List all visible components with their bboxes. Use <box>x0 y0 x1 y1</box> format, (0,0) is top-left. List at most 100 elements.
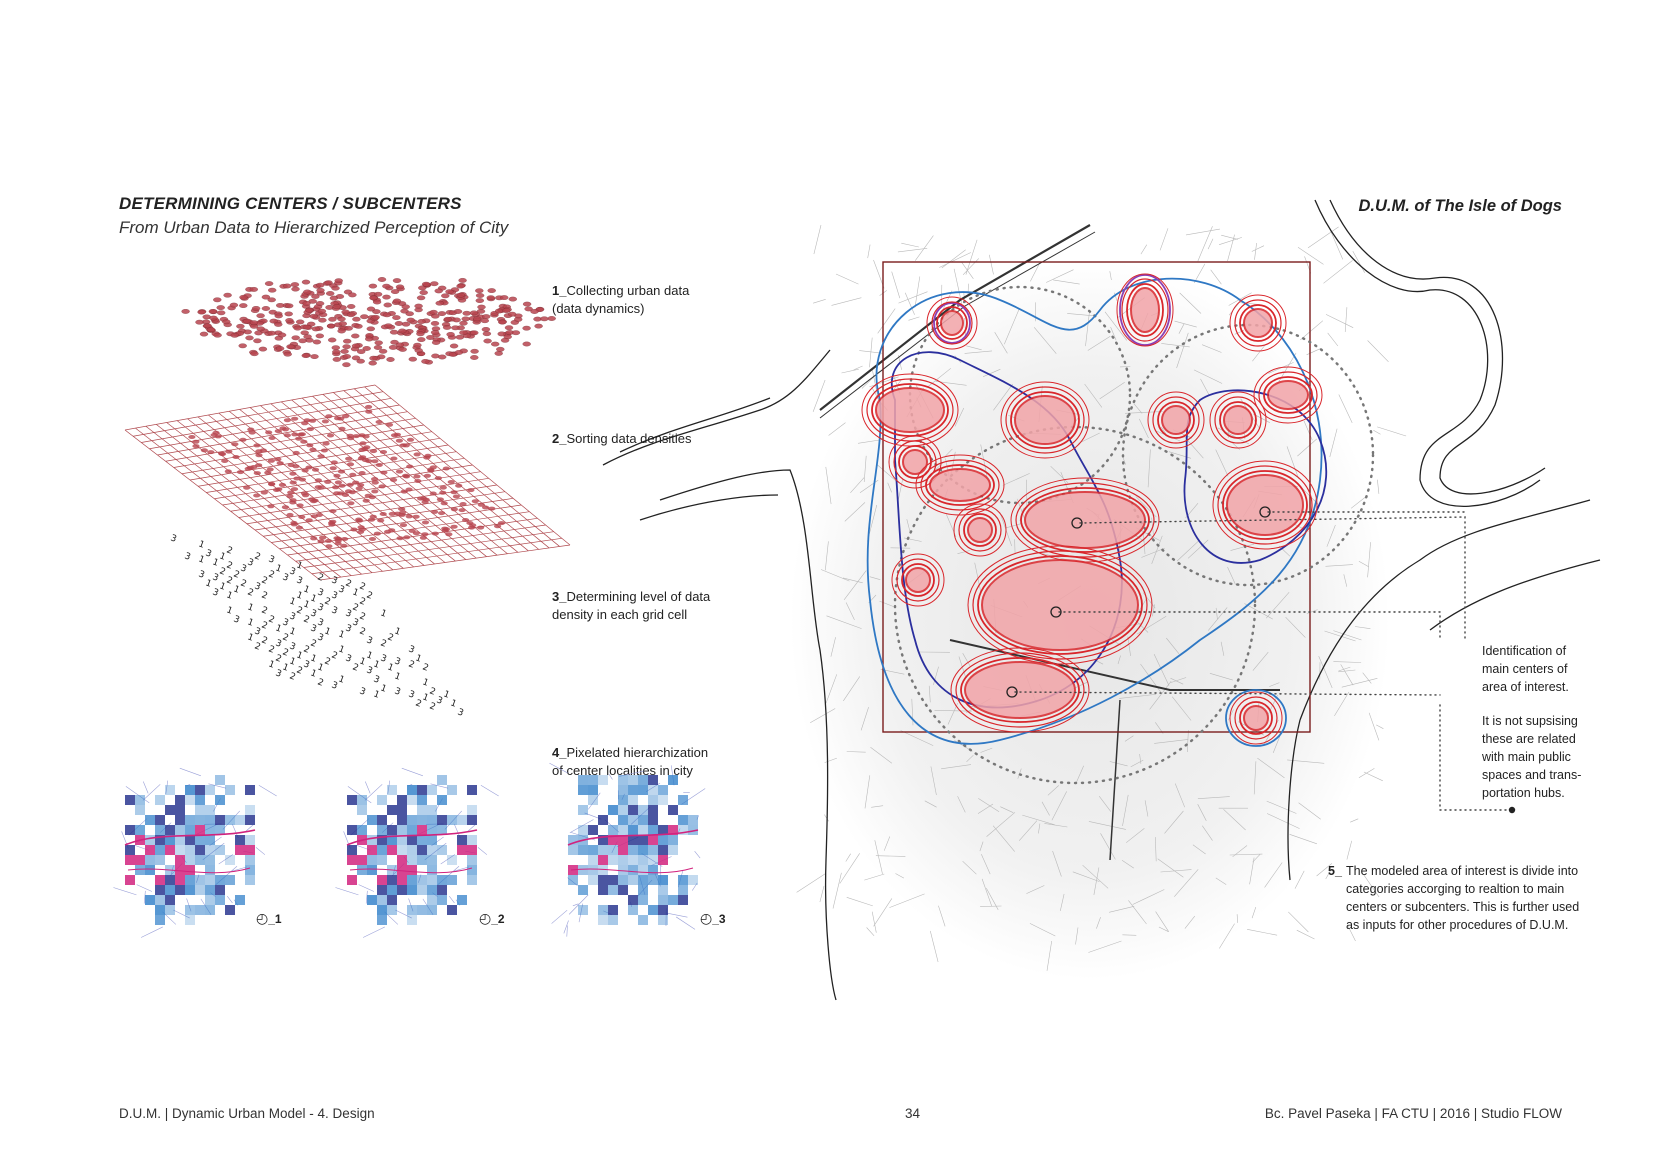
svg-text:1: 1 <box>225 605 234 616</box>
svg-text:2: 2 <box>281 647 290 658</box>
svg-text:2: 2 <box>253 641 262 652</box>
svg-text:3: 3 <box>295 575 304 586</box>
step-1-text: Collecting urban data (data dynamics) <box>552 283 690 316</box>
svg-text:3: 3 <box>344 653 353 664</box>
svg-text:2: 2 <box>218 566 227 577</box>
isle-of-dogs-density-map <box>602 199 1601 1001</box>
svg-text:1: 1 <box>309 668 318 679</box>
svg-text:1: 1 <box>267 659 276 670</box>
clock-icon: ◴ <box>479 910 492 926</box>
svg-text:2: 2 <box>379 638 388 649</box>
step-4: 4_Pixelated hierarchization of center lo… <box>552 726 708 780</box>
leader-endpoint <box>1508 806 1516 814</box>
svg-text:1: 1 <box>323 626 332 637</box>
svg-text:3: 3 <box>316 587 325 598</box>
svg-text:3: 3 <box>358 686 367 697</box>
svg-text:3: 3 <box>309 623 318 634</box>
svg-text:2: 2 <box>260 605 269 616</box>
svg-text:2: 2 <box>421 662 430 673</box>
svg-text:2: 2 <box>295 605 304 616</box>
svg-text:2: 2 <box>407 659 416 670</box>
svg-text:2: 2 <box>267 614 276 625</box>
svg-text:1: 1 <box>449 698 458 709</box>
svg-text:3: 3 <box>316 617 325 628</box>
svg-text:1: 1 <box>358 656 367 667</box>
svg-text:1: 1 <box>393 626 402 637</box>
svg-text:1: 1 <box>309 593 318 604</box>
svg-text:1: 1 <box>302 599 311 610</box>
svg-text:3: 3 <box>393 686 402 697</box>
svg-text:2: 2 <box>295 665 304 676</box>
svg-text:2: 2 <box>323 596 332 607</box>
density-centers <box>861 273 1323 745</box>
svg-text:2: 2 <box>225 575 234 586</box>
step-3-number: 3_ <box>552 589 567 604</box>
svg-text:2: 2 <box>428 686 437 697</box>
svg-text:2: 2 <box>260 620 269 631</box>
center-markers <box>1006 506 1271 698</box>
pixel-map-2-label: ◴_2 <box>479 910 505 926</box>
svg-text:3: 3 <box>456 707 465 718</box>
svg-text:1: 1 <box>197 554 206 565</box>
svg-text:3: 3 <box>281 617 290 628</box>
svg-text:1: 1 <box>218 551 227 562</box>
svg-text:3: 3 <box>337 584 346 595</box>
svg-text:3: 3 <box>379 653 388 664</box>
svg-text:1: 1 <box>386 662 395 673</box>
svg-text:3: 3 <box>351 617 360 628</box>
svg-text:2: 2 <box>309 638 318 649</box>
leader-lines <box>1014 511 1511 811</box>
svg-text:3: 3 <box>232 614 241 625</box>
svg-text:3: 3 <box>274 638 283 649</box>
svg-text:1: 1 <box>288 656 297 667</box>
svg-text:2: 2 <box>428 701 437 712</box>
svg-text:2: 2 <box>239 578 248 589</box>
svg-text:1: 1 <box>379 608 388 619</box>
svg-text:3: 3 <box>330 590 339 601</box>
svg-text:3: 3 <box>239 563 248 574</box>
svg-text:2: 2 <box>386 632 395 643</box>
svg-text:3: 3 <box>365 635 374 646</box>
svg-text:2: 2 <box>414 698 423 709</box>
footer-left: D.U.M. | Dynamic Urban Model - 4. Design <box>119 1106 375 1121</box>
svg-text:1: 1 <box>302 584 311 595</box>
svg-text:1: 1 <box>351 587 360 598</box>
svg-text:1: 1 <box>379 683 388 694</box>
svg-text:3: 3 <box>211 572 220 583</box>
footer-right: Bc. Pavel Paseka | FA CTU | 2016 | Studi… <box>1264 1106 1562 1121</box>
svg-text:1: 1 <box>442 689 451 700</box>
svg-text:2: 2 <box>225 545 234 556</box>
svg-text:3: 3 <box>288 641 297 652</box>
svg-text:3: 3 <box>309 608 318 619</box>
svg-text:2: 2 <box>344 578 353 589</box>
svg-text:3: 3 <box>435 695 444 706</box>
svg-text:3: 3 <box>316 602 325 613</box>
svg-text:1: 1 <box>225 590 234 601</box>
svg-text:3: 3 <box>316 632 325 643</box>
svg-text:2: 2 <box>274 653 283 664</box>
svg-text:2: 2 <box>260 575 269 586</box>
svg-text:2: 2 <box>246 587 255 598</box>
svg-text:1: 1 <box>288 596 297 607</box>
svg-text:1: 1 <box>421 692 430 703</box>
svg-text:1: 1 <box>274 623 283 634</box>
svg-text:1: 1 <box>393 671 402 682</box>
svg-text:3: 3 <box>407 689 416 700</box>
svg-text:3: 3 <box>393 656 402 667</box>
step-5-text: The modeled area of interest is divide i… <box>1346 864 1580 932</box>
svg-text:2: 2 <box>253 551 262 562</box>
svg-text:1: 1 <box>211 557 220 568</box>
svg-text:3: 3 <box>302 659 311 670</box>
svg-text:3: 3 <box>288 611 297 622</box>
step-2-number: 2_ <box>552 431 567 446</box>
river-outlines <box>602 199 1601 1001</box>
svg-text:1: 1 <box>246 602 255 613</box>
grid-density-dots <box>188 404 506 549</box>
svg-text:3: 3 <box>344 608 353 619</box>
svg-text:1: 1 <box>295 590 304 601</box>
svg-text:2: 2 <box>330 650 339 661</box>
svg-text:2: 2 <box>365 590 374 601</box>
pixel-map-1 <box>113 767 277 938</box>
svg-text:1: 1 <box>204 578 213 589</box>
svg-text:2: 2 <box>358 596 367 607</box>
